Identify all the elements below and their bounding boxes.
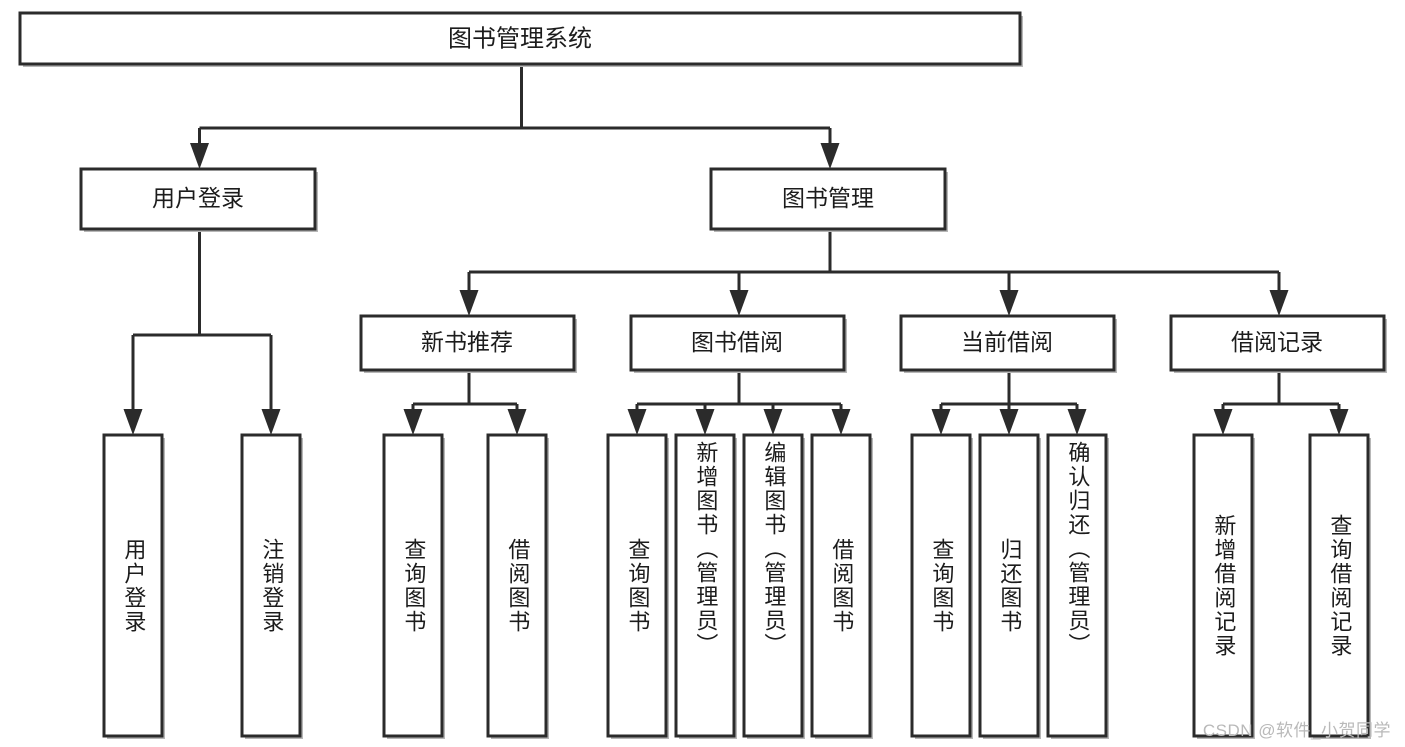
node-current-borrow-box[interactable]	[899, 314, 1116, 372]
node-current-borrow[interactable]: 当前借阅	[899, 314, 1117, 373]
node-book-management-box[interactable]	[709, 167, 947, 231]
arrow-head-leaf-query-record	[1329, 409, 1349, 435]
arrow-head-book-management	[820, 143, 840, 169]
node-root[interactable]: 图书管理系统	[18, 11, 1023, 67]
leaf-borrow-book-1-box[interactable]	[486, 433, 548, 738]
arrow-head-leaf-query-book-2	[627, 409, 647, 435]
arrow-head-leaf-user-login	[123, 409, 143, 435]
leaf-edit-book-box[interactable]	[742, 433, 804, 738]
csdn-watermark: CSDN @软件_小贺同学	[1202, 721, 1391, 740]
arrow-head-leaf-query-book-3	[931, 409, 951, 435]
node-user-login-label: 用户登录	[152, 185, 244, 211]
leaf-return-book-box[interactable]	[978, 433, 1040, 738]
node-book-borrow-box[interactable]	[629, 314, 846, 372]
leaf-add-record-box[interactable]	[1192, 433, 1254, 738]
arrow-head-leaf-borrow-book-1	[507, 409, 527, 435]
leaf-borrow-book-2-box[interactable]	[810, 433, 872, 738]
node-borrow-record[interactable]: 借阅记录	[1169, 314, 1387, 373]
arrow-head-borrow-record	[1269, 290, 1289, 316]
arrow-head-new-book-recommend	[459, 290, 479, 316]
arrow-head-book-borrow	[729, 290, 749, 316]
leaf-node-group	[102, 433, 1371, 739]
arrow-head-leaf-user-logout	[261, 409, 281, 435]
leaf-query-book-1-box[interactable]	[382, 433, 444, 738]
node-user-login-box[interactable]	[79, 167, 317, 231]
node-book-borrow-label: 图书借阅	[691, 329, 783, 355]
leaf-user-login-box[interactable]	[102, 433, 164, 738]
arrow-head-leaf-query-book-1	[403, 409, 423, 435]
arrow-head-user-login	[190, 143, 209, 169]
node-borrow-record-label: 借阅记录	[1231, 329, 1323, 355]
connector-group	[123, 67, 1349, 435]
node-book-management[interactable]: 图书管理	[709, 167, 948, 232]
arrow-head-leaf-return-book	[999, 409, 1019, 435]
node-root-box[interactable]	[18, 11, 1022, 66]
leaf-confirm-return-box[interactable]	[1046, 433, 1108, 738]
node-user-login[interactable]: 用户登录	[79, 167, 318, 232]
node-new-book-recommend-box[interactable]	[359, 314, 576, 372]
arrow-head-leaf-add-record	[1213, 409, 1233, 435]
leaf-query-record-box[interactable]	[1308, 433, 1370, 738]
arrow-head-leaf-edit-book	[763, 409, 783, 435]
node-new-book-recommend-label: 新书推荐	[421, 329, 513, 355]
node-current-borrow-label: 当前借阅	[961, 329, 1053, 355]
node-borrow-record-box[interactable]	[1169, 314, 1386, 372]
leaf-query-book-3-box[interactable]	[910, 433, 972, 738]
arrow-head-leaf-confirm-return	[1067, 409, 1087, 435]
node-new-book-recommend[interactable]: 新书推荐	[359, 314, 577, 373]
arrow-head-current-borrow	[999, 290, 1019, 316]
node-book-management-label: 图书管理	[782, 185, 874, 211]
leaf-query-book-2-box[interactable]	[606, 433, 668, 738]
node-root-label: 图书管理系统	[448, 25, 592, 52]
leaf-user-logout-box[interactable]	[240, 433, 302, 738]
node-book-borrow[interactable]: 图书借阅	[629, 314, 847, 373]
arrow-head-leaf-add-book	[695, 409, 715, 435]
arrow-head-leaf-borrow-book-2	[831, 409, 851, 435]
leaf-add-book-box[interactable]	[674, 433, 736, 738]
